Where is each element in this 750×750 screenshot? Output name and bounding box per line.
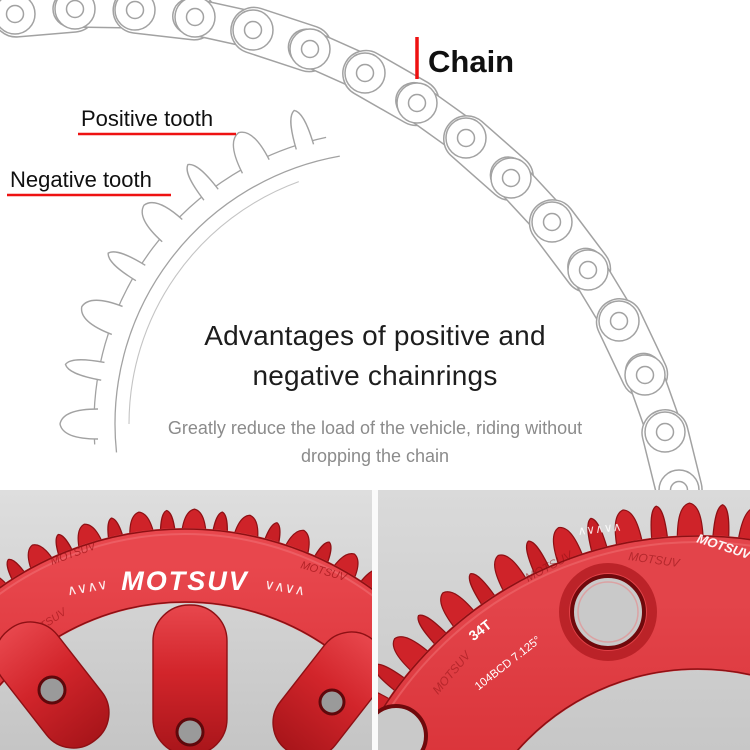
product-photo-right: MOTSUV MOTSUV MOTSUV ∧∨∧∨∧ MOTSUV 34T 10… <box>378 490 750 750</box>
positive-tooth-label: Positive tooth <box>81 106 213 131</box>
chainring-sketch <box>59 107 340 453</box>
red-chainring-right: MOTSUV MOTSUV MOTSUV ∧∨∧∨∧ MOTSUV 34T 10… <box>378 502 750 750</box>
chain-rollers <box>0 0 700 490</box>
subheading-line-2: dropping the chain <box>300 446 450 466</box>
pattern-glyphs: ∧∨∧∨∧ <box>577 519 622 538</box>
negative-tooth-label: Negative tooth <box>10 167 152 192</box>
red-chainring-left: MOTSUV MOTSUV MOTSUV ∧∨∧∨ MOTSUV ∨∧∨∧ <box>0 508 372 750</box>
advantages-heading: Advantages of positive and negative chai… <box>0 316 750 396</box>
subheading-line-1: Greatly reduce the load of the vehicle, … <box>167 418 583 438</box>
bolt-tabs-left <box>0 604 372 750</box>
heading-line-1: Advantages of positive and <box>204 320 546 351</box>
bolt-hole-chamfer <box>559 563 657 661</box>
advantages-subheading: Greatly reduce the load of the vehicle, … <box>0 414 750 470</box>
chain-label: Chain <box>428 44 514 79</box>
pattern-glyphs-left: ∧∨∧∨ <box>66 576 109 599</box>
bolt-hole <box>175 717 205 747</box>
bolt-hole <box>378 704 428 750</box>
bolt-hole <box>37 675 67 705</box>
heading-line-2: negative chainrings <box>252 360 498 391</box>
chain-sketch <box>0 0 703 490</box>
bolt-hole <box>570 574 646 650</box>
chain-diagram: Chain Positive tooth Negative tooth <box>0 0 703 490</box>
photo-divider <box>372 490 378 750</box>
product-photos: MOTSUV MOTSUV MOTSUV ∧∨∧∨ MOTSUV ∨∧∨∧ <box>0 490 750 750</box>
bolt-hole-rim <box>577 581 639 643</box>
bolt-hole <box>318 688 346 716</box>
product-photo-left: MOTSUV MOTSUV MOTSUV ∧∨∧∨ MOTSUV ∨∧∨∧ <box>0 490 372 750</box>
leader-lines <box>7 37 419 197</box>
brand-logo-left: MOTSUV <box>121 566 249 596</box>
pattern-glyphs-right: ∨∧∨∧ <box>263 576 306 599</box>
